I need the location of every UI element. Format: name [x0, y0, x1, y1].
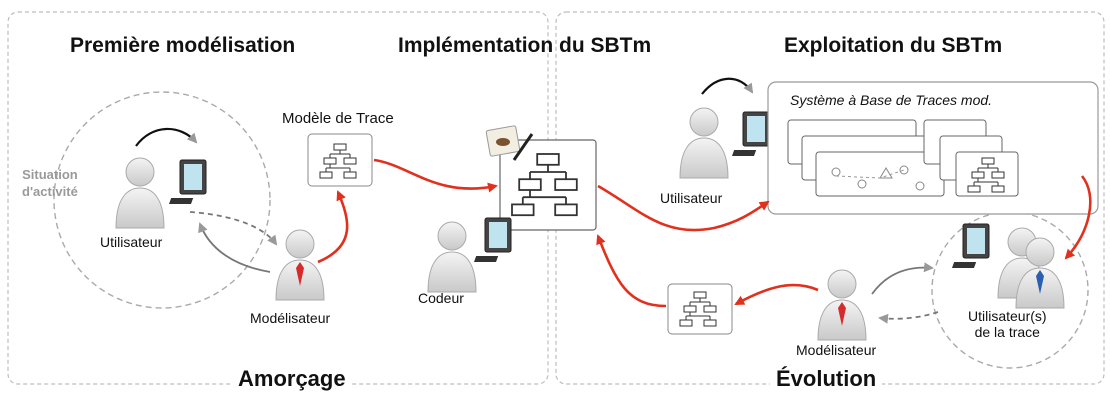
trace-users-line2: de la trace: [974, 324, 1040, 340]
phase-evolution: Évolution: [770, 366, 883, 392]
activity-situation-line2: d'activité: [22, 184, 78, 199]
users-to-modeler-arrow: [878, 311, 939, 324]
modeler-to-model-arrow: [317, 190, 349, 264]
section-title-first-modeling: Première modélisation: [70, 34, 296, 57]
user-right-label: Utilisateur: [660, 190, 723, 206]
coder-label: Codeur: [418, 290, 464, 306]
trace-user-monitor: [951, 223, 990, 269]
activity-circle: [53, 91, 271, 309]
trace-cards: [787, 119, 1019, 197]
coder-figure: [427, 221, 477, 293]
evolved-model-to-implementation-arrow: [596, 234, 667, 308]
trace-users-circle: [931, 211, 1089, 369]
trace-model-box: [307, 133, 373, 187]
trace-system-label: Système à Base de Traces mod.: [790, 92, 993, 108]
user-right-figure: [679, 107, 729, 179]
modeler-to-users-arrow: [871, 262, 934, 295]
coder-monitor: [473, 217, 512, 263]
user-right-monitor: [731, 111, 770, 157]
system-to-users-arrow: [1064, 175, 1092, 260]
implementation-to-system-arrow: [597, 184, 770, 232]
modeler-right-label: Modélisateur: [796, 342, 877, 358]
user-left-monitor: [168, 159, 207, 205]
modeler-left-label: Modélisateur: [250, 310, 331, 326]
user-right-interaction-arrow: [701, 77, 754, 95]
user-left-label: Utilisateur: [100, 234, 163, 250]
section-title-implementation: Implémentation du SBTm: [398, 34, 652, 57]
observe-arrow: [189, 211, 278, 246]
modeler-left-tie: [296, 262, 304, 286]
trace-users-label: Utilisateur(s) de la trace: [968, 308, 1047, 340]
modeler-to-evolved-model-arrow: [734, 283, 819, 306]
feedback-arrow: [198, 222, 271, 273]
left-frame: [7, 11, 549, 385]
user-left-figure: [115, 157, 165, 229]
phase-amorcage: Amorçage: [232, 366, 352, 392]
trace-model-label: Modèle de Trace: [282, 110, 394, 127]
user-left-interaction-arrow: [135, 127, 198, 147]
section-title-exploitation: Exploitation du SBTm: [784, 34, 1003, 57]
trace-users-line1: Utilisateur(s): [968, 308, 1047, 324]
activity-situation-label: Situation d'activité: [22, 166, 78, 200]
trace-user-tie: [1036, 270, 1044, 294]
model-to-implementation-arrow: [373, 158, 498, 193]
pen-icon: [512, 133, 534, 161]
activity-situation-line1: Situation: [22, 167, 78, 182]
modeler-right-tie: [838, 302, 846, 326]
